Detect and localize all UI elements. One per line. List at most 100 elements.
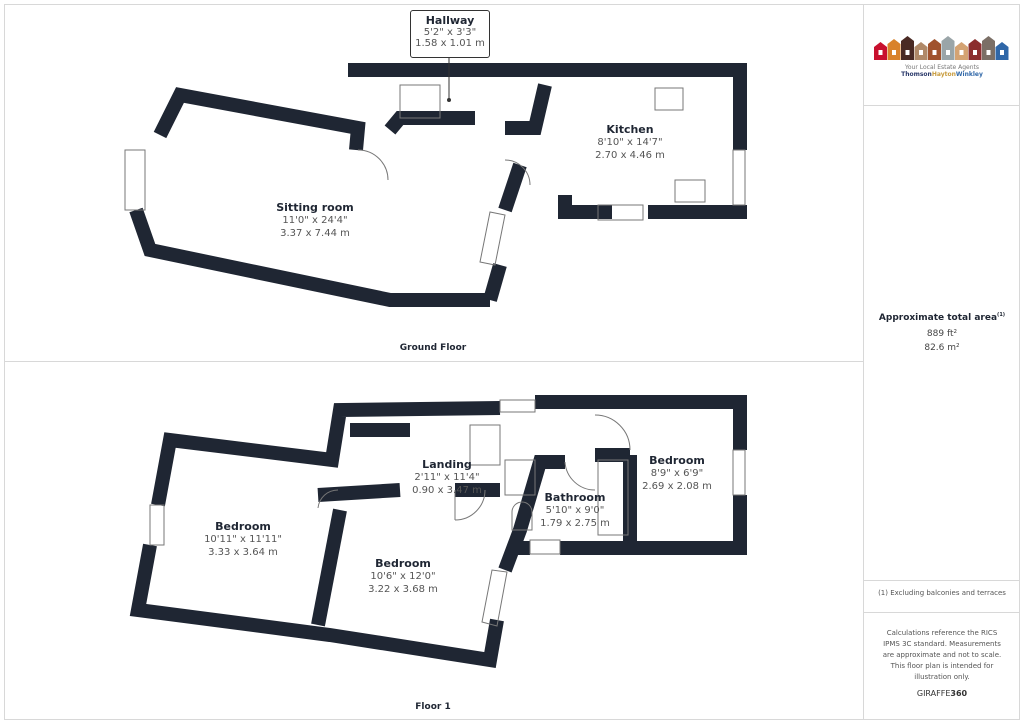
door-swing (564, 461, 596, 491)
wall (311, 508, 347, 627)
wall (129, 543, 504, 668)
room-dimensions-metric: 0.90 x 3.47 m (412, 485, 482, 496)
divider (864, 580, 1020, 581)
logo-tagline: Your Local Estate Agents (905, 64, 979, 71)
room-label-hallway: Hallway 5'2" x 3'3" 1.58 x 1.01 m (410, 10, 490, 58)
room-dimensions-metric: 1.58 x 1.01 m (415, 38, 485, 49)
room-dimensions-imperial: 11'0" x 24'4" (282, 215, 348, 226)
logo-house-window (1000, 50, 1004, 55)
logo-house-window (919, 50, 923, 55)
area-title: Approximate total area (878, 313, 998, 323)
wall (498, 162, 527, 213)
door-swing (594, 414, 631, 451)
door-swing (454, 489, 486, 521)
room-dimensions-imperial: 8'9" x 6'9" (650, 468, 704, 479)
wall (560, 495, 747, 555)
room-dimensions-metric: 3.37 x 7.44 m (280, 228, 350, 239)
room-label-landing: Landing 2'11" x 11'4" 0.90 x 3.47 m (412, 458, 482, 497)
window (499, 399, 536, 413)
logo-house-window (878, 50, 883, 55)
wall (498, 455, 565, 573)
wall (558, 195, 612, 219)
area-summary: Approximate total area(1) 889 ft² 82.6 m… (864, 312, 1020, 353)
room-label-bedroom-2: Bedroom 10'6" x 12'0" 3.22 x 3.68 m (368, 557, 438, 596)
window (597, 204, 644, 221)
logo-house (941, 36, 955, 60)
logo-house-window (973, 50, 977, 55)
room-label-bedroom-1: Bedroom 10'11" x 11'11" 3.33 x 3.64 m (204, 520, 282, 559)
room-dimensions-metric: 1.79 x 2.75 m (540, 518, 610, 529)
wall (483, 263, 507, 302)
logo-house-window (892, 50, 896, 55)
room-name: Kitchen (606, 123, 654, 136)
room-name: Landing (422, 458, 472, 471)
logo-house-window (959, 50, 964, 55)
logo-house (887, 39, 901, 60)
logo-house-window (986, 50, 991, 55)
wall (348, 63, 747, 150)
area-metric: 82.6 m² (924, 343, 960, 353)
room-dimensions-imperial: 2'11" x 11'4" (414, 472, 480, 483)
logo-house (982, 36, 995, 60)
logo-text: Your Local Estate Agents ThomsonHaytonWi… (864, 64, 1020, 78)
room-name: Bathroom (544, 491, 606, 504)
wall (384, 111, 475, 135)
room-dimensions-metric: 3.33 x 3.64 m (208, 547, 278, 558)
footnote: (1) Excluding balconies and terraces (878, 589, 1006, 597)
room-name: Hallway (425, 14, 475, 27)
toilet (511, 501, 533, 531)
window (479, 211, 506, 266)
stairs (399, 84, 441, 119)
room-dimensions-imperial: 10'6" x 12'0" (370, 571, 436, 582)
room-dimensions-imperial: 8'10" x 14'7" (597, 137, 663, 148)
room-name: Sitting room (276, 201, 354, 214)
logo-brand-3: Winkley (955, 71, 983, 78)
door-swing (317, 489, 339, 509)
divider (863, 4, 864, 720)
logo-house (928, 39, 941, 60)
logo-brand-1: Thomson (901, 71, 932, 78)
room-dimensions-imperial: 10'11" x 11'11" (204, 534, 282, 545)
floor-label-ground: Ground Floor (399, 343, 467, 353)
logo-houses-icon (874, 36, 1009, 60)
room-name: Bedroom (375, 557, 431, 570)
area-imperial: 889 ft² (926, 329, 958, 339)
room-label-kitchen: Kitchen 8'10" x 14'7" 2.70 x 4.46 m (595, 123, 665, 162)
room-dimensions-imperial: 5'10" x 9'0" (545, 505, 605, 516)
page-frame (4, 4, 1020, 720)
brand-part-1: GIRAFFE (916, 689, 951, 698)
bath (597, 459, 629, 536)
window (529, 539, 561, 555)
door-swing (357, 149, 389, 181)
brand-part-2: 360 (950, 689, 968, 698)
logo-brand-2: Hayton (931, 71, 956, 78)
giraffe360-logo: GIRAFFE360 (864, 689, 1020, 698)
window (124, 149, 146, 211)
wall (535, 395, 747, 450)
wall (317, 483, 401, 502)
window (481, 569, 508, 627)
disclaimer: Calculations reference the RICS IPMS 3C … (882, 629, 1002, 681)
logo-house (901, 36, 914, 60)
logo-house-window (946, 50, 950, 55)
stairs (504, 459, 536, 496)
logo-house-window (932, 50, 937, 55)
floor-plan-drawing (124, 58, 747, 668)
room-dimensions-metric: 2.69 x 2.08 m (642, 481, 712, 492)
wall (153, 87, 366, 151)
door-swing (504, 159, 531, 186)
divider (864, 612, 1020, 613)
logo: Your Local Estate Agents ThomsonHaytonWi… (864, 32, 1020, 78)
floor-label-first: Floor 1 (415, 702, 451, 712)
room-label-sitting-room: Sitting room 11'0" x 24'4" 3.37 x 7.44 m (276, 201, 354, 240)
room-dimensions-metric: 3.22 x 3.68 m (368, 584, 438, 595)
area-superscript: (1) (997, 312, 1006, 318)
wall (129, 207, 490, 307)
room-label-bathroom: Bathroom 5'10" x 9'0" 1.79 x 2.75 m (540, 491, 610, 530)
hob (654, 87, 684, 111)
window (732, 149, 746, 206)
sink (674, 179, 706, 203)
logo-house (968, 39, 982, 60)
room-dimensions-metric: 2.70 x 4.46 m (595, 150, 665, 161)
divider (4, 361, 863, 362)
